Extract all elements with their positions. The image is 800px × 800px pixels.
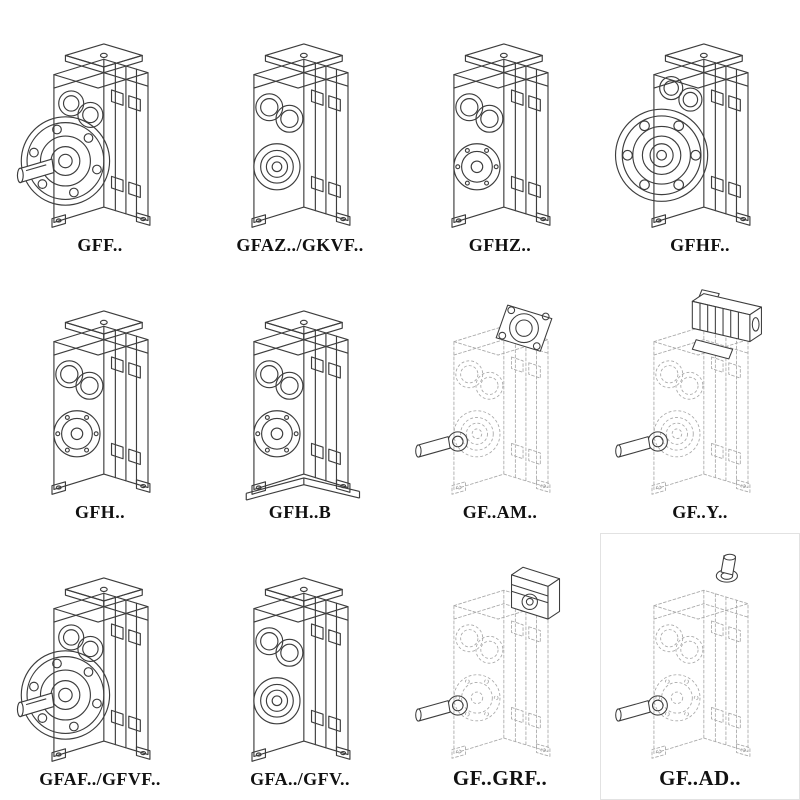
product-cell-gf-ad: GF..AD.. bbox=[600, 533, 800, 800]
gearbox-drawing bbox=[604, 546, 796, 767]
model-label: GF..AM.. bbox=[462, 502, 538, 523]
product-cell-gf-y: GF..Y.. bbox=[600, 266, 800, 533]
product-cell-gfa-gfv: GFA../GFV.. bbox=[200, 533, 400, 800]
model-label: GF..AD.. bbox=[659, 765, 741, 790]
product-cell-gff: GFF.. bbox=[0, 0, 200, 266]
product-cell-gf-am: GF..AM.. bbox=[400, 266, 600, 533]
product-cell-gfhf: GFHF.. bbox=[600, 0, 800, 266]
gearbox-drawing bbox=[4, 282, 196, 503]
gearbox-drawing bbox=[604, 282, 796, 503]
gearbox-drawing bbox=[604, 15, 796, 236]
product-cell-gfaz-gkvf: GFAZ../GKVF.. bbox=[200, 0, 400, 266]
model-label: GFA../GFV.. bbox=[250, 769, 350, 790]
model-label: GFH..B bbox=[268, 502, 332, 523]
gearbox-drawing bbox=[404, 546, 596, 767]
product-cell-gfh-b: GFH..B bbox=[200, 266, 400, 533]
gearbox-drawing bbox=[4, 549, 196, 770]
model-label: GFAZ../GKVF.. bbox=[236, 235, 364, 256]
gearbox-drawing bbox=[204, 15, 396, 236]
model-label: GFHF.. bbox=[670, 235, 730, 256]
model-label: GF..GRF.. bbox=[452, 765, 548, 790]
model-label: GF..Y.. bbox=[672, 502, 728, 523]
model-label: GFHZ.. bbox=[468, 235, 532, 256]
gearbox-drawing bbox=[404, 282, 596, 503]
gearbox-drawing bbox=[204, 549, 396, 770]
product-cell-gfaf-gfvf: GFAF../GFVF.. bbox=[0, 533, 200, 800]
gearbox-drawing bbox=[404, 15, 596, 236]
product-cell-gfh: GFH.. bbox=[0, 266, 200, 533]
gearbox-drawing bbox=[204, 282, 396, 503]
model-label: GFF.. bbox=[77, 235, 123, 256]
model-label: GFAF../GFVF.. bbox=[39, 769, 161, 790]
product-cell-gf-grf: GF..GRF.. bbox=[400, 533, 600, 800]
gearbox-drawing bbox=[4, 15, 196, 236]
model-label: GFH.. bbox=[75, 502, 125, 523]
product-cell-gfhz: GFHZ.. bbox=[400, 0, 600, 266]
